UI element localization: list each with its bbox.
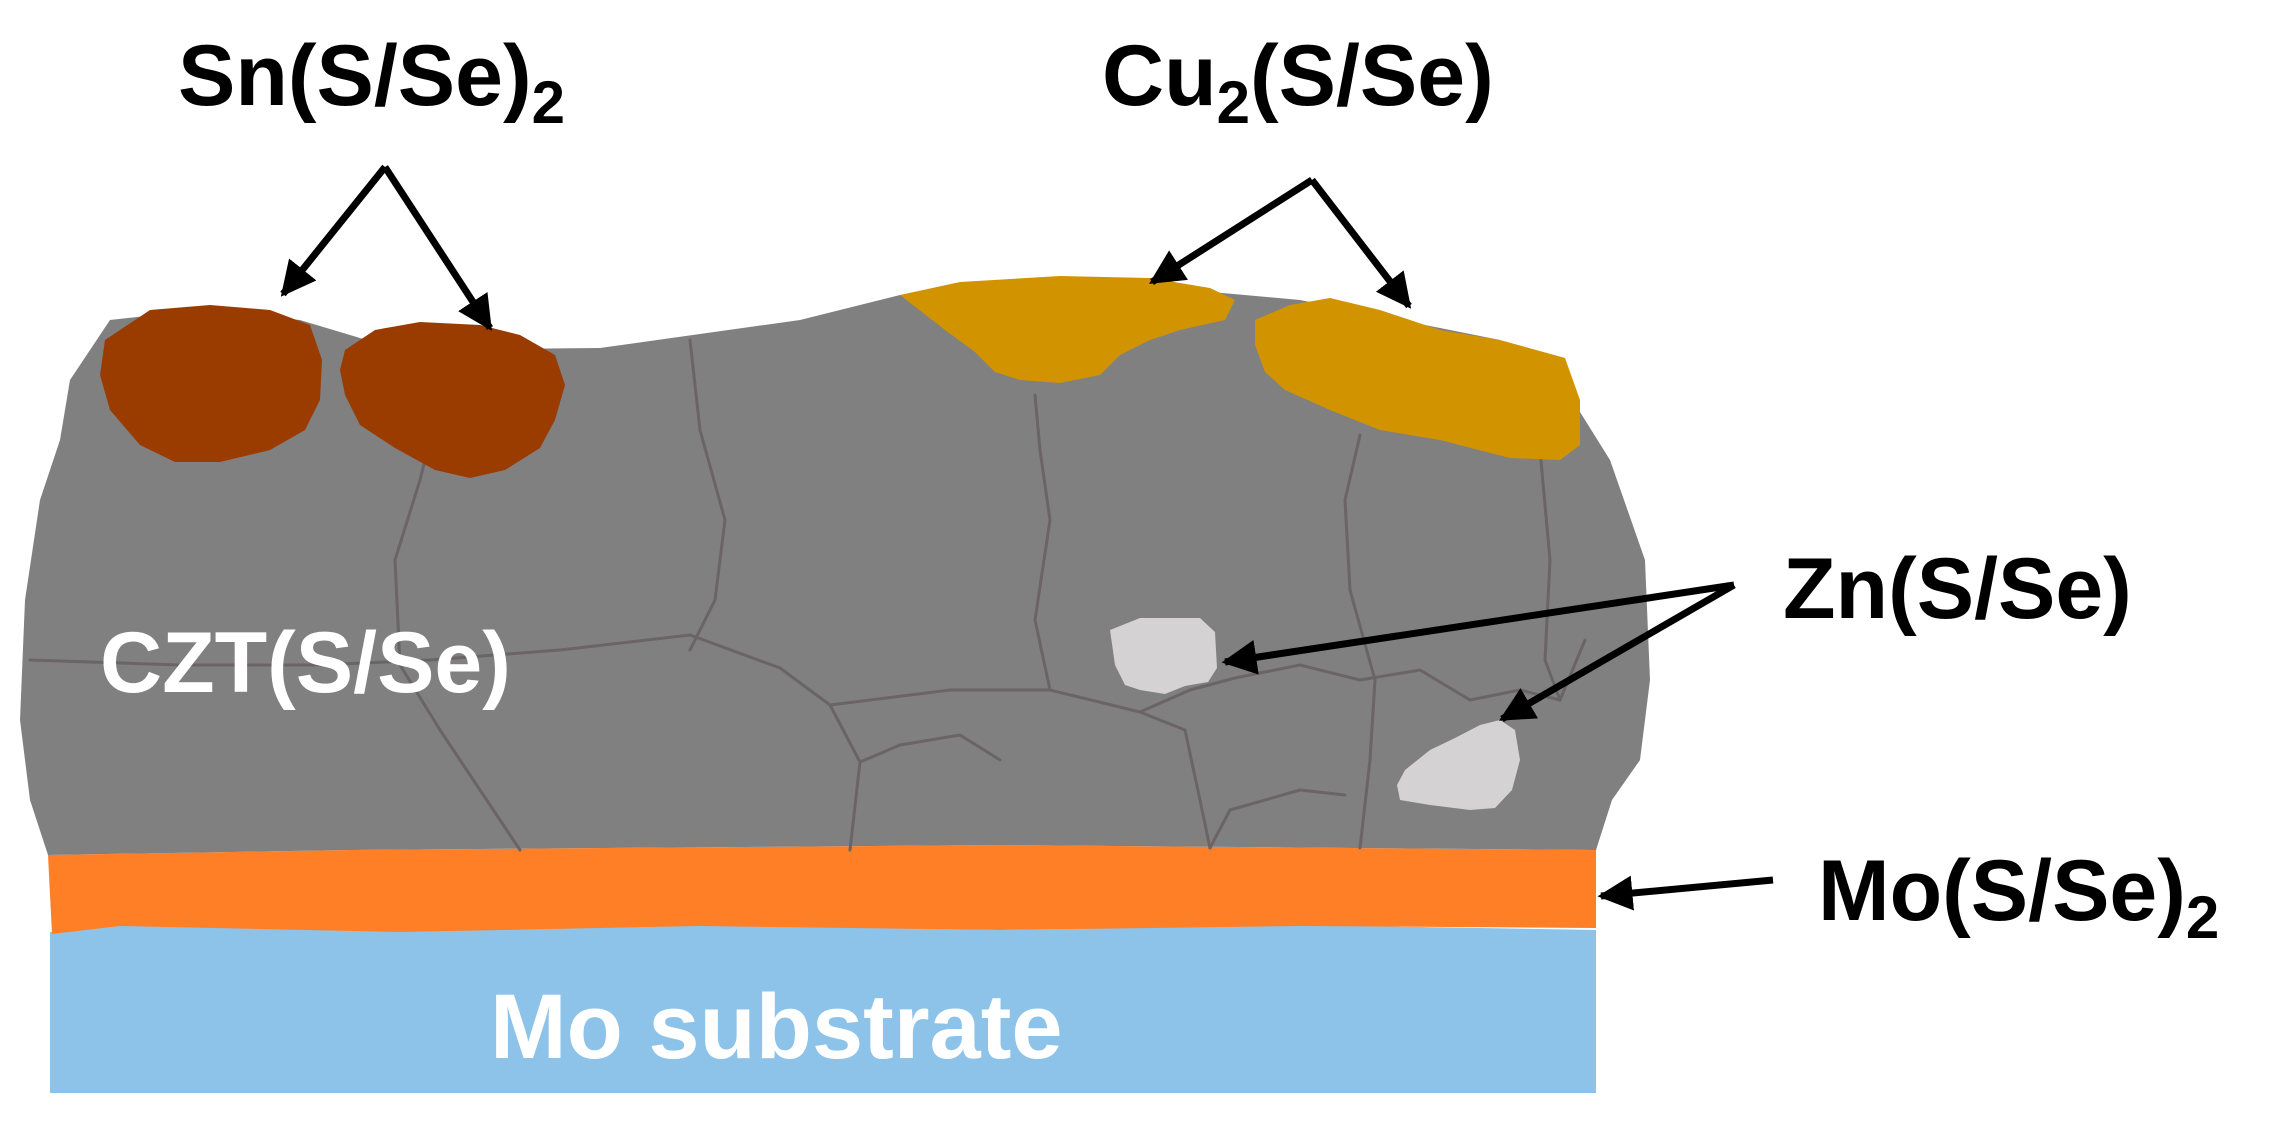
mos2-layer [48,845,1596,934]
arrow-mos2 [1597,875,1774,911]
zns-grain-lower [1397,720,1520,810]
label-mo-substrate: Mo substrate [490,976,1063,1078]
label-sns2: Sn(S/Se)2 [178,28,565,136]
sns2-grain-left [100,305,322,462]
cu2s-grain-right [1255,298,1580,460]
label-zns: Zn(S/Se) [1783,541,2132,637]
zns-grain-upper [1110,618,1217,694]
arrow-zns-upper [1221,581,1735,675]
arrow-zns-lower [1498,581,1736,723]
mo-substrate-layer [50,925,1596,1093]
arrows [280,164,1774,911]
arrow-cu2s-right [1309,177,1412,309]
cu2s-grain-left [900,276,1235,383]
label-mos2: Mo(S/Se)2 [1818,843,2219,951]
label-czts: CZT(S/Se) [100,615,511,711]
arrow-sns2-left [280,164,388,297]
label-cu2s: Cu2(S/Se) [1102,28,1494,136]
arrow-sns2-right [382,165,493,331]
sns2-grain-right [340,322,565,478]
arrow-cu2s-left [1149,177,1314,285]
